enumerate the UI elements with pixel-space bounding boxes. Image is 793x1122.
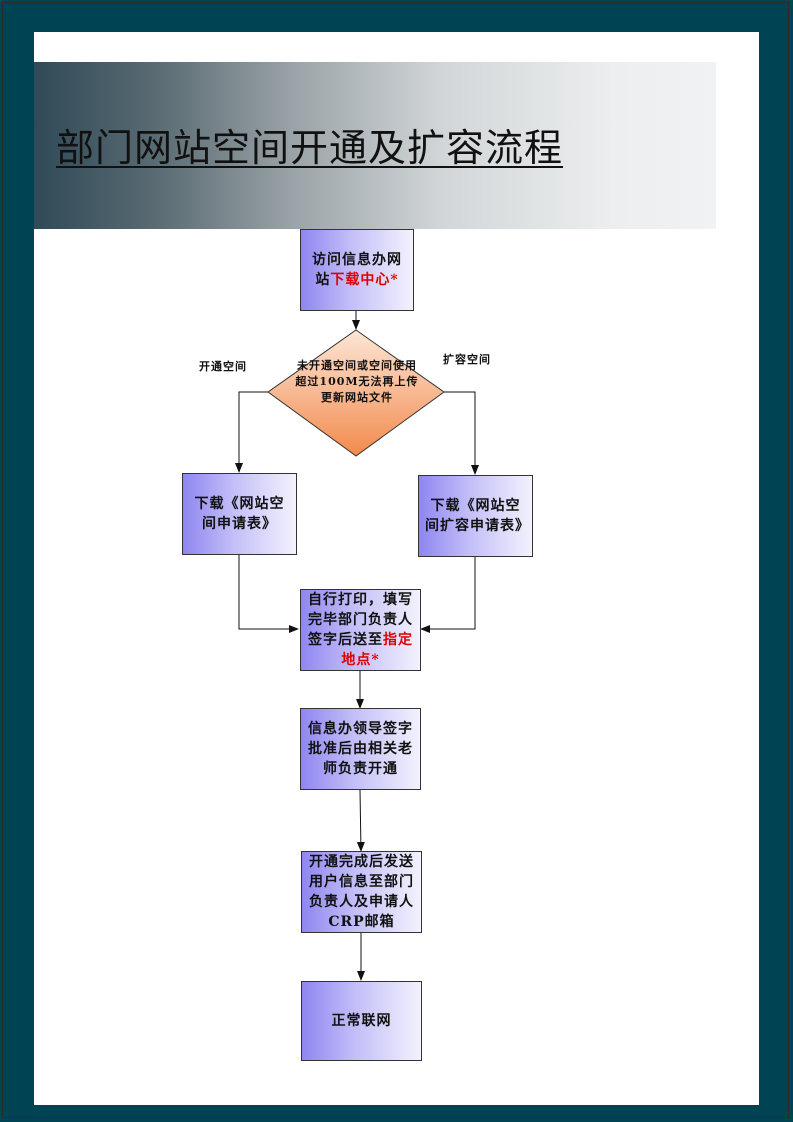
download-center-highlight: 下载中心* bbox=[330, 272, 399, 288]
node-normal-online: 正常联网 bbox=[301, 981, 422, 1061]
designated-location-highlight: 指定地点* bbox=[341, 632, 413, 668]
edge-label-expand: 扩容空间 bbox=[443, 353, 491, 366]
node-visit-text: 访问信息办网站 bbox=[312, 252, 402, 288]
title-banner bbox=[34, 62, 716, 229]
node-visit-website: 访问信息办网站下载中心* bbox=[300, 229, 414, 311]
node-download-open-form: 下载《网站空间申请表》 bbox=[182, 473, 297, 555]
arrow-approve-to-notify bbox=[356, 789, 365, 852]
node-download-expand-text: 下载《网站空间扩容申请表》 bbox=[425, 498, 530, 534]
node-send-user-info: 开通完成后发送用户信息至部门负责人及申请人CRP邮箱 bbox=[301, 851, 422, 933]
arrow-expand-to-print bbox=[420, 557, 476, 633]
arrow-decision-to-open bbox=[235, 391, 268, 473]
border-right bbox=[759, 0, 793, 1122]
decision-text: 未开通空间或空间使用超过100M无法再上传更新网站文件 bbox=[295, 359, 419, 404]
node-print-and-sign: 自行打印，填写完毕部门负责人签字后送至指定地点* bbox=[300, 589, 421, 671]
border-top bbox=[0, 0, 793, 32]
edge-label-open: 开通空间 bbox=[199, 360, 247, 373]
node-notify-text: 开通完成后发送用户信息至部门负责人及申请人CRP邮箱 bbox=[309, 854, 414, 930]
node-print-text: 自行打印，填写完毕部门负责人签字后送至 bbox=[308, 592, 413, 648]
node-online-text: 正常联网 bbox=[331, 1013, 392, 1029]
decision-diamond bbox=[267, 329, 445, 457]
arrow-decision-to-expand bbox=[444, 391, 479, 475]
page-title: 部门网站空间开通及扩容流程 bbox=[56, 126, 564, 170]
node-download-open-text: 下载《网站空间申请表》 bbox=[194, 496, 285, 532]
node-approve-text: 信息办领导签字批准后由相关老师负责开通 bbox=[308, 721, 413, 777]
border-left bbox=[0, 0, 34, 1122]
node-download-expand-form: 下载《网站空间扩容申请表》 bbox=[418, 475, 533, 557]
node-approval: 信息办领导签字批准后由相关老师负责开通 bbox=[300, 708, 421, 790]
arrow-open-to-print bbox=[238, 555, 299, 633]
